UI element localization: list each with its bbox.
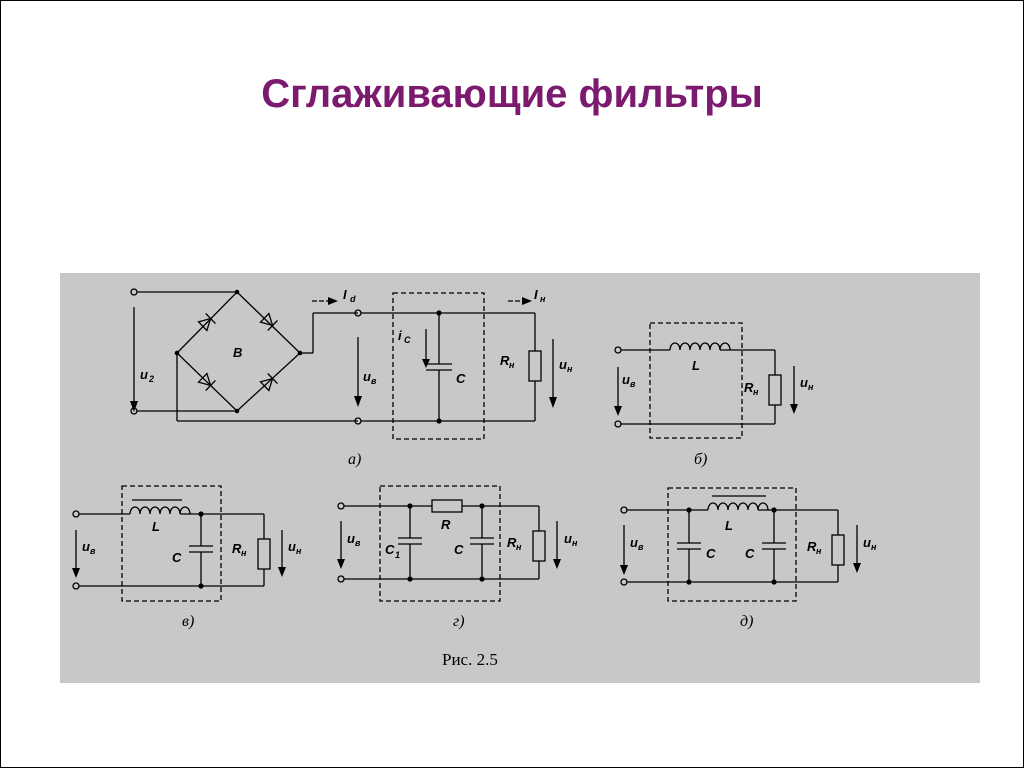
b-un-label: u	[800, 375, 808, 390]
d-uv-sub: в	[638, 542, 644, 552]
slide-title: Сглаживающие фильтры	[261, 72, 763, 116]
a-caption: а)	[348, 451, 361, 468]
g-c-label: C	[454, 542, 464, 557]
schematic-a-rectifier-capacitor	[130, 288, 554, 440]
b-uv-sub: в	[630, 379, 636, 389]
schematic-b-lc-inductor	[614, 322, 795, 439]
b-l-label: L	[692, 358, 700, 373]
a-u2-sub: 2	[148, 374, 154, 384]
filter-schematics-diagram: B u 2 I d I н i C u в C R н u н а) u в L…	[60, 273, 980, 683]
d-rn-sub: н	[816, 546, 822, 556]
schematic-v-l-c-filter	[72, 485, 283, 602]
a-in-sub: н	[540, 294, 546, 304]
v-l-label: L	[152, 519, 160, 534]
v-uv-sub: в	[90, 546, 96, 556]
a-rn-sub: н	[509, 360, 515, 370]
d-caption: д)	[740, 613, 753, 630]
b-un-sub: н	[808, 382, 814, 392]
v-rn-label: R	[232, 541, 242, 556]
figure-background	[60, 273, 980, 683]
g-caption: г)	[453, 613, 465, 630]
a-rn-label: R	[500, 353, 510, 368]
g-uv-sub: в	[355, 538, 361, 548]
schematic-d-clc-filter	[620, 487, 858, 602]
v-c-label: C	[172, 550, 182, 565]
schematic-b-marks	[614, 404, 798, 416]
schematic-d-marks	[620, 507, 861, 585]
a-ic-label: i	[398, 328, 402, 343]
g-un-sub: н	[572, 538, 578, 548]
d-rn-label: R	[807, 539, 817, 554]
b-rn-sub: н	[753, 387, 759, 397]
a-u2-label: u	[140, 367, 148, 382]
g-rn-sub: н	[516, 542, 522, 552]
b-uv-label: u	[622, 372, 630, 387]
v-rn-sub: н	[241, 548, 247, 558]
v-un-sub: н	[296, 546, 302, 556]
d-un-label: u	[863, 535, 871, 550]
a-id-label: I	[343, 287, 347, 302]
a-uv-label: u	[363, 369, 371, 384]
v-caption: в)	[182, 613, 194, 630]
d-c-right-label: C	[745, 546, 755, 561]
g-un-label: u	[564, 531, 572, 546]
g-uv-label: u	[347, 531, 355, 546]
a-in-label: I	[534, 287, 538, 302]
g-r-label: R	[441, 517, 451, 532]
d-un-sub: н	[871, 542, 877, 552]
b-caption: б)	[694, 451, 707, 468]
a-un-sub: н	[567, 364, 573, 374]
g-rn-label: R	[507, 535, 517, 550]
schematic-a-marks	[130, 289, 557, 424]
d-c-left-label: C	[706, 546, 716, 561]
d-l-label: L	[725, 518, 733, 533]
a-un-label: u	[559, 357, 567, 372]
bridge-diodes	[197, 312, 278, 392]
figure-panel: B u 2 I d I н i C u в C R н u н а) u в L…	[60, 273, 980, 683]
schematic-g-rc-filter	[337, 485, 558, 602]
figure-caption: Рис. 2.5	[442, 650, 498, 669]
bridge-label: B	[233, 345, 242, 360]
g-c1-label: C	[385, 542, 395, 557]
a-c-label: C	[456, 371, 466, 386]
v-uv-label: u	[82, 539, 90, 554]
v-un-label: u	[288, 539, 296, 554]
a-id-sub: d	[350, 294, 356, 304]
schematic-v-marks	[72, 511, 286, 589]
g-c1-sub: 1	[395, 550, 400, 560]
b-rn-label: R	[744, 380, 754, 395]
a-ic-sub: C	[404, 335, 411, 345]
d-uv-label: u	[630, 535, 638, 550]
schematic-g-marks	[337, 503, 561, 582]
a-uv-sub: в	[371, 376, 377, 386]
